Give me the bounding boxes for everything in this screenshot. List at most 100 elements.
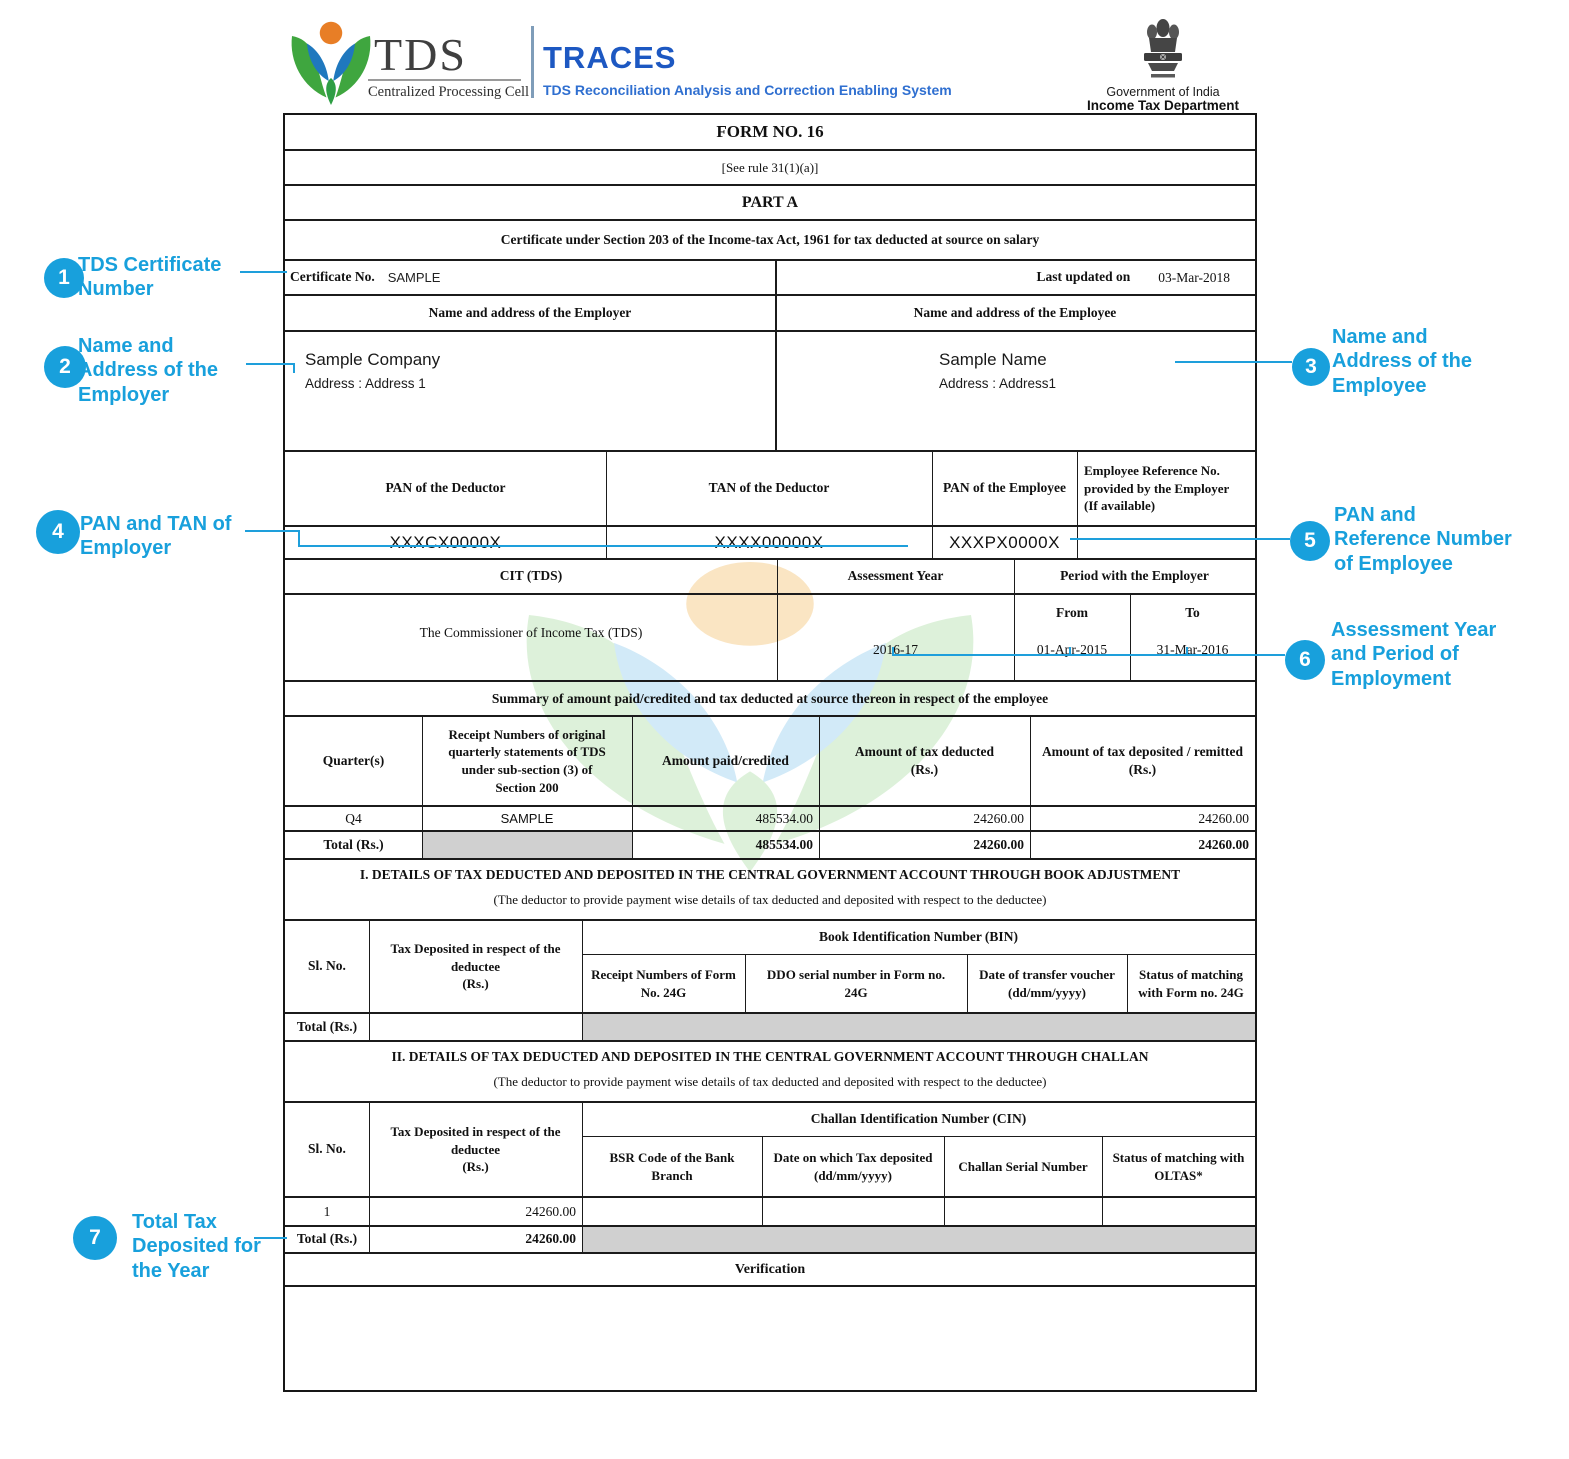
annotation-6-tick-from (1069, 647, 1071, 656)
name-address-header-row: Name and address of the Employer Name an… (285, 296, 1255, 332)
table-divider (1102, 1137, 1103, 1196)
section1-bin-header: Book Identification Number (BIN) (582, 921, 1255, 955)
annotation-6-connector (892, 654, 1285, 656)
summary-total-label: Total (Rs.) (323, 836, 384, 852)
annotation-3-label: Name and Address of the Employee (1332, 326, 1473, 397)
summary-deposited-value: 24260.00 (1198, 810, 1249, 826)
cit-header-row: CIT (TDS) Assessment Year Period with th… (285, 560, 1255, 595)
annotation-6-tick-ay (892, 647, 894, 656)
assessment-year-value: 2016-17 (873, 642, 918, 657)
table-divider (775, 261, 777, 294)
table-divider (775, 332, 777, 450)
section2-header-row: Sl. No. Tax Deposited in respect of the … (285, 1103, 1255, 1198)
certificate-no-value: SAMPLE (387, 270, 441, 285)
annotation-4-connector-vertical (298, 530, 300, 547)
pan-deductor-value: XXXCX0000X (389, 532, 502, 552)
summary-deducted-header: Amount of tax deducted (Rs.) (854, 743, 995, 777)
table-divider (932, 452, 933, 525)
annotation-1-connector (240, 271, 287, 273)
employee-ref-value (1077, 527, 1255, 558)
annotation-3-connector (1175, 361, 1292, 363)
last-updated-value: 03-Mar-2018 (1158, 269, 1230, 285)
tds-logo-watermark (526, 561, 974, 872)
pan-tan-value-row: XXXCX0000X XXXX00000X XXXPX0000X (285, 527, 1255, 560)
employee-address: Address : Address1 (939, 376, 1057, 391)
verification-header: Verification (285, 1254, 1255, 1287)
section2-cin-subheaders: BSR Code of the Bank Branch Date on whic… (582, 1137, 1255, 1196)
annotation-2-label: Name and Address of the Employer (78, 335, 219, 406)
summary-paid-header: Amount paid/credited (662, 752, 789, 768)
section2-oltas-header: Status of matching with OLTAS* (1112, 1149, 1245, 1183)
summary-total-row: Total (Rs.) 485534.00 24260.00 24260.00 (285, 832, 1255, 860)
section2-cin-header: Challan Identification Number (CIN) (582, 1103, 1255, 1137)
table-divider (606, 452, 607, 525)
table-divider (1014, 560, 1015, 593)
section1-title: I. DETAILS OF TAX DEDUCTED AND DEPOSITED… (359, 867, 1181, 882)
annotation-7-badge: 7 (73, 1216, 117, 1260)
period-to-value: 31-Mar-2016 (1156, 642, 1229, 657)
table-divider (1102, 1198, 1103, 1225)
employer-address: Address : Address 1 (305, 376, 426, 391)
name-address-content-row: Sample Company Address : Address 1 Sampl… (285, 332, 1255, 452)
table-divider (1127, 955, 1128, 1012)
summary-total-deducted: 24260.00 (973, 836, 1024, 852)
section2-total-gray-cell (583, 1227, 1255, 1252)
section2-title: II. DETAILS OF TAX DEDUCTED AND DEPOSITE… (391, 1049, 1149, 1064)
section1-bin-subheaders: Receipt Numbers of Form No. 24G DDO seri… (582, 955, 1255, 1012)
section2-title-row: II. DETAILS OF TAX DEDUCTED AND DEPOSITE… (285, 1042, 1255, 1103)
table-divider (606, 527, 607, 558)
verification-empty-area (285, 1287, 1255, 1390)
tan-deductor-header: TAN of the Deductor (708, 480, 830, 496)
period-from-value: 01-Apr-2015 (1036, 642, 1108, 657)
table-divider (777, 560, 778, 593)
table-divider (762, 1137, 763, 1196)
summary-q4-row: Q4 SAMPLE 485534.00 24260.00 24260.00 (285, 807, 1255, 832)
pan-employee-header: PAN of the Employee (942, 480, 1067, 496)
form-part-label: PART A (285, 186, 1255, 221)
certificate-no-label: Certificate No. (290, 269, 375, 285)
table-divider (1014, 595, 1015, 680)
table-divider (369, 1014, 370, 1040)
annotation-7-label: Total Tax Deposited for the Year (132, 1211, 261, 1282)
pan-employee-value: XXXPX0000X (949, 532, 1060, 552)
section2-data-row: 1 24260.00 (285, 1198, 1255, 1227)
summary-quarter-value: Q4 (345, 810, 362, 826)
summary-deducted-value: 24260.00 (973, 810, 1024, 826)
period-to-label: To (1185, 605, 1200, 620)
cit-header: CIT (TDS) (499, 568, 563, 584)
table-divider (819, 832, 820, 858)
annotation-1-label: TDS Certificate Number (78, 254, 222, 301)
section2-row-sl: 1 (323, 1203, 331, 1219)
summary-total-receipt-cell (423, 832, 632, 858)
employee-name: Sample Name (939, 350, 1047, 369)
annotation-6-tick-to (1186, 647, 1188, 656)
section1-title-row: I. DETAILS OF TAX DEDUCTED AND DEPOSITED… (285, 860, 1255, 921)
tds-wordmark-subtitle: Centralized Processing Cell (368, 84, 530, 100)
certificate-heading: Certificate under Section 203 of the Inc… (285, 221, 1255, 261)
certificate-row: Certificate No. SAMPLE Last updated on 0… (285, 261, 1255, 296)
section2-total-tax: 24260.00 (525, 1231, 576, 1247)
table-divider (745, 955, 746, 1012)
annotation-2-badge: 2 (44, 346, 86, 388)
summary-total-deposited: 24260.00 (1198, 836, 1249, 852)
header-vertical-divider (531, 26, 534, 98)
form-16-document: FORM NO. 16 [See rule 31(1)(a)] PART A C… (283, 113, 1257, 1392)
pan-deductor-header: PAN of the Deductor (385, 480, 506, 496)
tds-flower-logo (291, 21, 371, 105)
table-divider (819, 807, 820, 830)
annotation-5-connector (1070, 538, 1290, 540)
annotation-4-badge: 4 (36, 510, 80, 554)
annotation-5-label: PAN and Reference Number of Employee (1334, 504, 1512, 575)
section2-challan-serial-header: Challan Serial Number (958, 1158, 1088, 1174)
table-divider (1077, 452, 1078, 525)
section2-sl-header: Sl. No. (308, 1141, 346, 1157)
table-divider (775, 296, 777, 330)
table-divider (369, 1198, 370, 1225)
table-divider (1030, 807, 1031, 830)
period-header: Period with the Employer (1060, 568, 1209, 584)
summary-receipt-header: Receipt Numbers of original quarterly st… (448, 726, 606, 795)
table-divider (369, 1227, 370, 1252)
section2-row-tax: 24260.00 (525, 1203, 576, 1219)
section1-total-gray-cell (583, 1014, 1255, 1040)
section1-transfer-voucher-header: Date of transfer voucher (dd/mm/yyyy) (979, 966, 1115, 1000)
